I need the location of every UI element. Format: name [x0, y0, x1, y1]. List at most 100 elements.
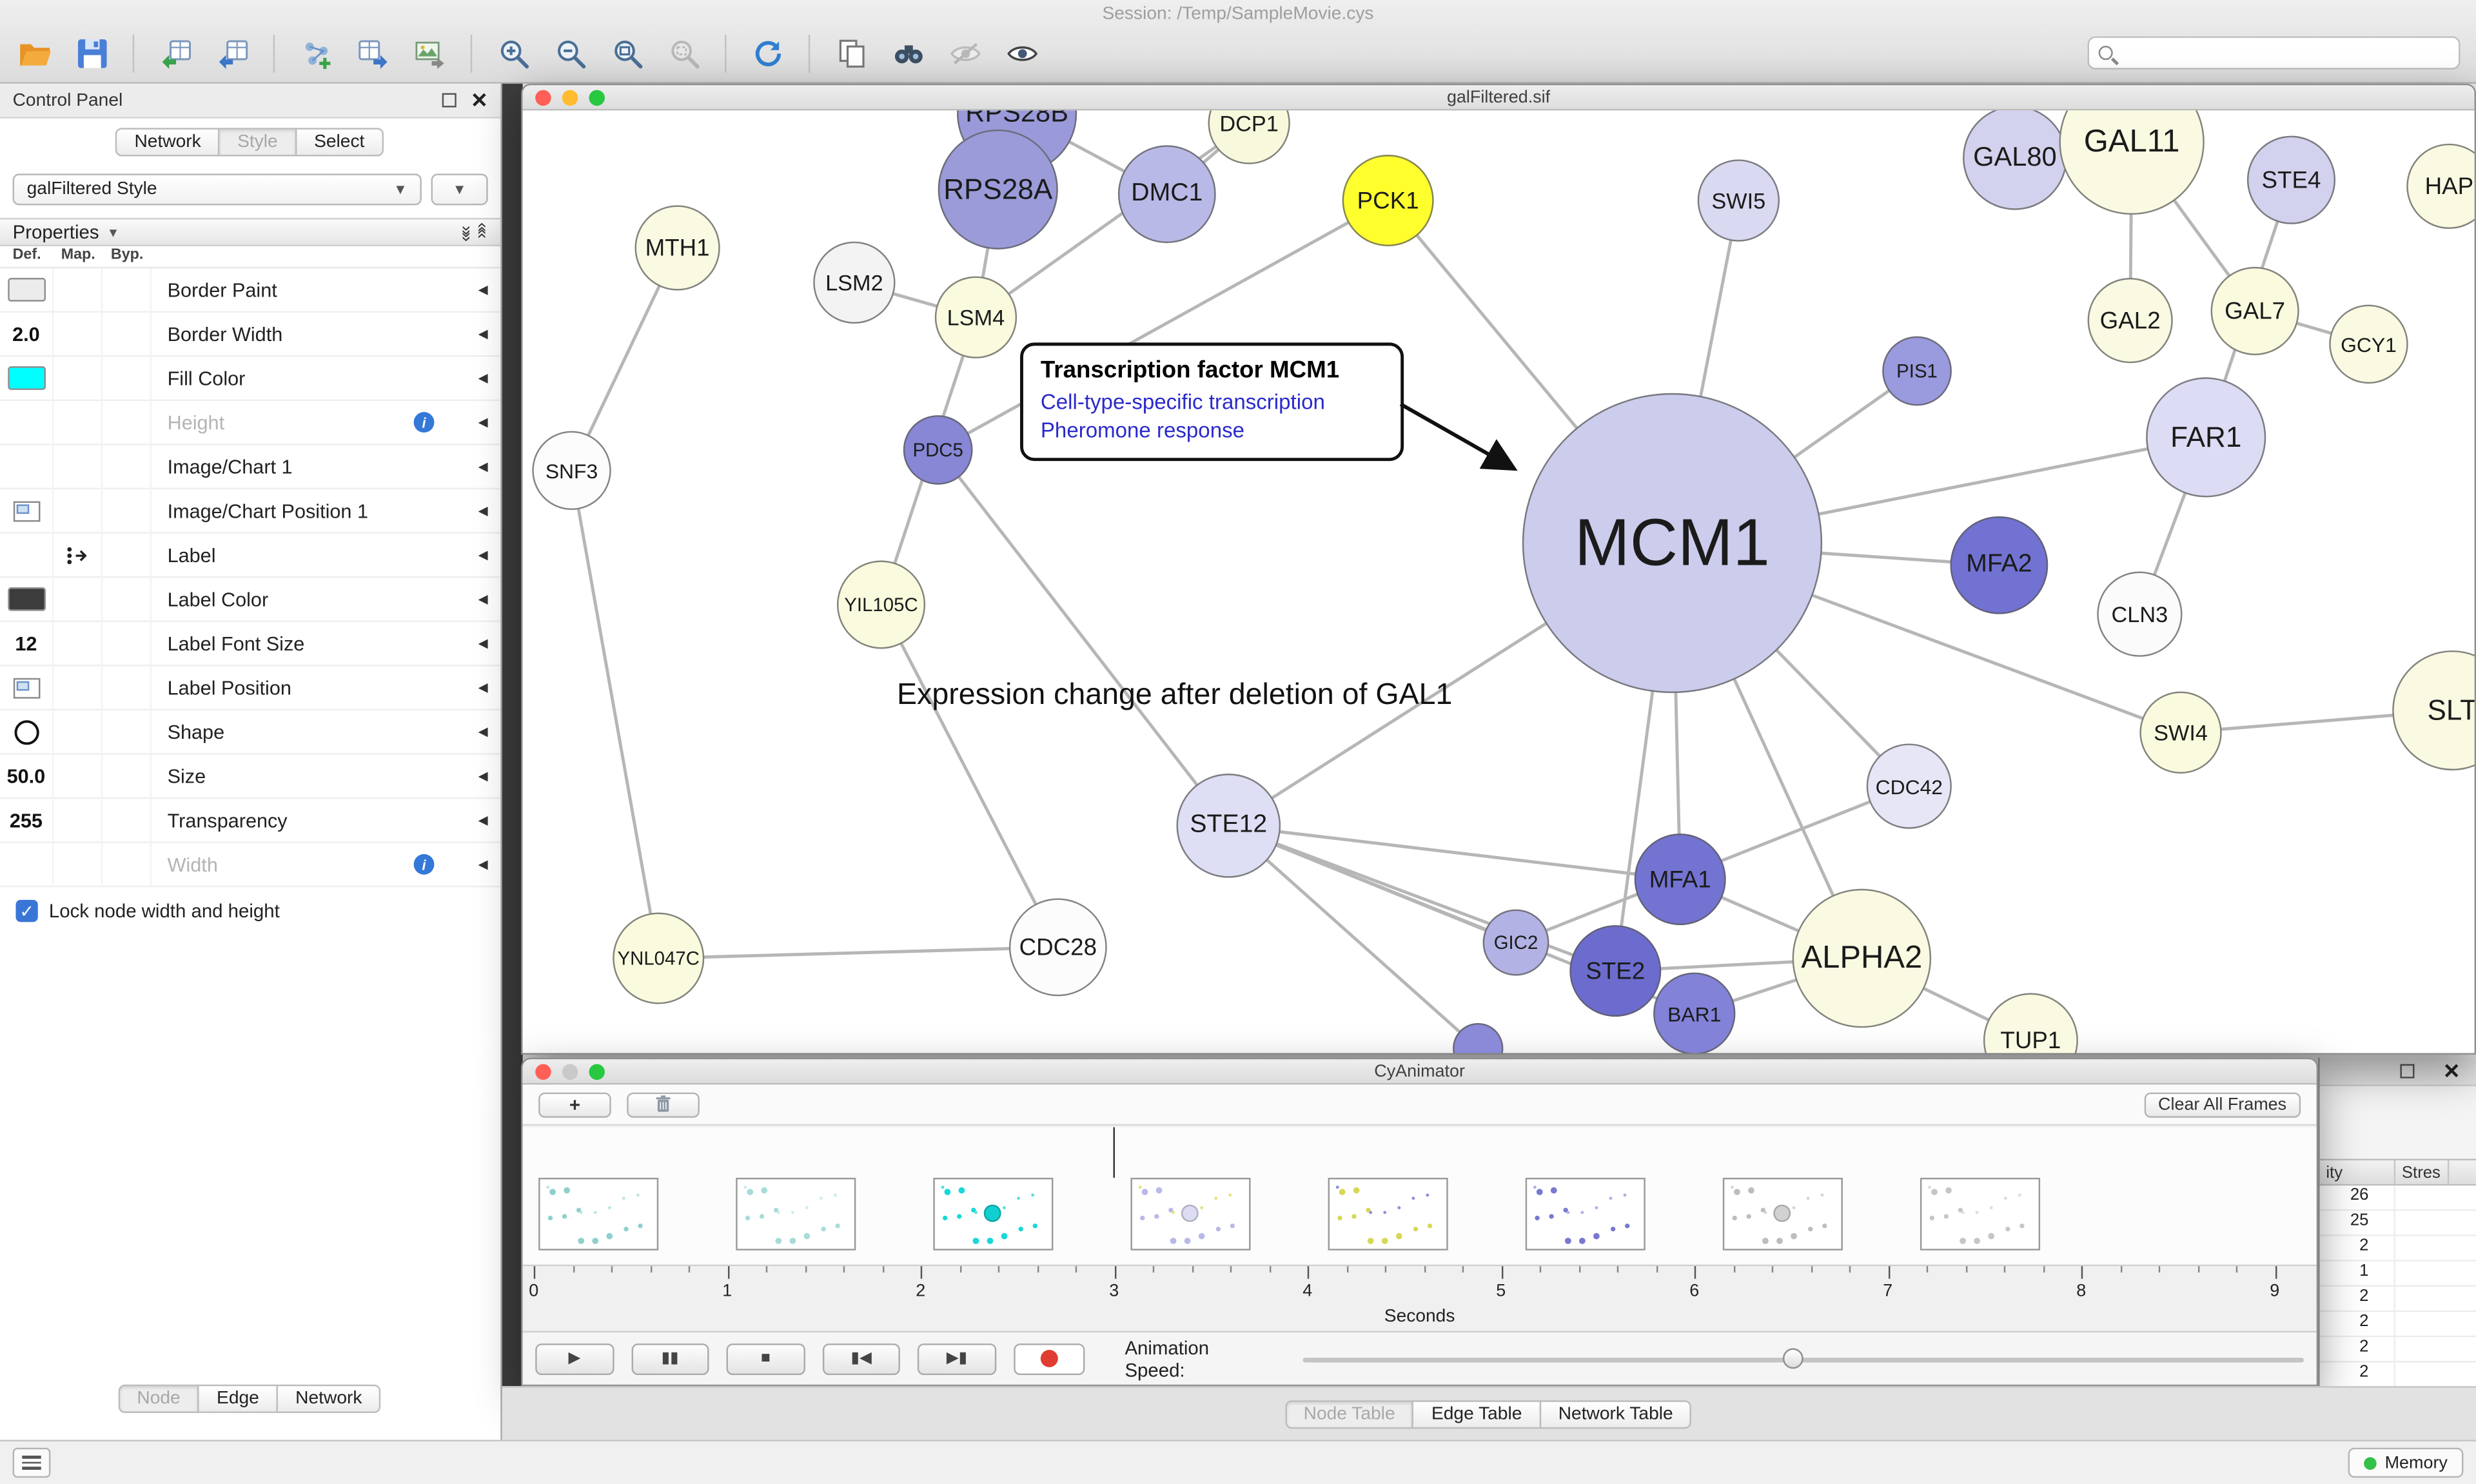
mapping-icon[interactable] [54, 532, 103, 578]
bypass-cell[interactable] [103, 754, 152, 798]
close-window-button[interactable] [535, 90, 551, 106]
cyanimator-titlebar[interactable]: CyAnimator [522, 1059, 2317, 1085]
network-node-gal7[interactable]: GAL7 [2210, 266, 2299, 356]
float-panel-icon[interactable] [442, 93, 457, 108]
tab-node-table[interactable]: Node Table [1284, 1400, 1415, 1429]
new-empty-network-button[interactable] [291, 32, 341, 76]
add-frame-button[interactable]: + [538, 1091, 611, 1117]
expand-property-icon[interactable]: ◀ [478, 636, 488, 650]
table-row[interactable]: 25 [2319, 1211, 2476, 1236]
table-row[interactable]: 2 [2319, 1362, 2476, 1387]
frame-thumbnail-6[interactable] [1722, 1177, 1843, 1251]
tab-network[interactable]: Network [115, 128, 221, 157]
color-swatch[interactable] [7, 278, 45, 302]
apply-layout-button[interactable] [742, 32, 792, 76]
property-row[interactable]: Image/Chart Position 1◀ [0, 488, 501, 534]
frame-thumbnail-4[interactable] [1328, 1177, 1448, 1251]
mapping-cell[interactable] [54, 400, 103, 445]
close-panel-icon[interactable]: ✕ [2442, 1059, 2461, 1084]
network-node-pis1[interactable]: PIS1 [1882, 336, 1952, 406]
network-node-bar1[interactable]: BAR1 [1653, 972, 1736, 1053]
bypass-cell[interactable] [103, 444, 152, 489]
mapping-cell[interactable] [54, 842, 103, 887]
network-node-dmc1[interactable]: DMC1 [1117, 145, 1216, 244]
export-image-button[interactable] [404, 32, 455, 76]
network-node-alpha2[interactable]: ALPHA2 [1792, 888, 1932, 1028]
default-value-cell[interactable] [0, 444, 54, 489]
search-field[interactable] [2087, 36, 2461, 70]
save-session-button[interactable] [66, 32, 117, 76]
bypass-cell[interactable] [103, 488, 152, 533]
network-node-swi4[interactable]: SWI4 [2139, 691, 2222, 774]
frame-thumbnail-2[interactable] [933, 1177, 1054, 1251]
expand-property-icon[interactable]: ◀ [478, 415, 488, 430]
default-value-cell[interactable]: 255 [0, 797, 54, 843]
frame-thumbnail-1[interactable] [736, 1177, 856, 1251]
frame-thumbnail-0[interactable] [538, 1177, 659, 1251]
export-network-button[interactable] [348, 32, 398, 76]
frame-thumbnail-3[interactable] [1130, 1177, 1251, 1251]
skip-end-button[interactable]: ▶▮ [918, 1342, 996, 1374]
mapping-cell[interactable] [54, 709, 103, 754]
expand-property-icon[interactable]: ◀ [478, 813, 488, 828]
table-row[interactable]: 26 [2319, 1186, 2476, 1211]
mapping-cell[interactable] [54, 754, 103, 798]
network-node-cdc42[interactable]: CDC42 [1866, 743, 1952, 829]
color-swatch[interactable] [7, 366, 45, 390]
bypass-cell[interactable] [103, 621, 152, 666]
network-from-selection-button[interactable] [826, 32, 876, 76]
tab-edge[interactable]: Edge [197, 1384, 279, 1413]
network-node-gcy1[interactable]: GCY1 [2329, 304, 2408, 384]
memory-button[interactable]: Memory [2348, 1447, 2464, 1478]
table-row[interactable]: 2 [2319, 1236, 2476, 1262]
lock-size-row[interactable]: ✓ Lock node width and height [0, 887, 500, 934]
property-row[interactable]: Label Position◀ [0, 665, 501, 711]
network-node-far1[interactable]: FAR1 [2146, 377, 2266, 498]
timeline-playhead[interactable] [1113, 1127, 1115, 1178]
animation-speed-slider[interactable] [1302, 1343, 2304, 1374]
tab-network[interactable]: Network [276, 1384, 381, 1413]
tab-edge-table[interactable]: Edge Table [1412, 1400, 1541, 1429]
table-row[interactable]: 2 [2319, 1337, 2476, 1363]
mapping-cell[interactable] [54, 665, 103, 710]
network-node-ste4[interactable]: STE4 [2246, 135, 2336, 224]
table-row[interactable]: 2 [2319, 1312, 2476, 1338]
expand-property-icon[interactable]: ◀ [478, 592, 488, 607]
network-node-ste2[interactable]: STE2 [1569, 925, 1662, 1017]
default-value-cell[interactable] [0, 400, 54, 445]
float-panel-icon[interactable] [2400, 1064, 2415, 1079]
network-node-mfa2[interactable]: MFA2 [1950, 516, 2049, 614]
table-row[interactable]: 1 [2319, 1261, 2476, 1287]
zoom-in-button[interactable] [488, 32, 538, 76]
mapping-cell[interactable] [54, 268, 103, 312]
bypass-cell[interactable] [103, 842, 152, 887]
expand-property-icon[interactable]: ◀ [478, 459, 488, 474]
mapping-cell[interactable] [54, 488, 103, 533]
mapping-cell[interactable] [54, 577, 103, 621]
network-node-mfa1[interactable]: MFA1 [1634, 834, 1726, 926]
expand-property-icon[interactable]: ◀ [478, 725, 488, 739]
network-node-swi5[interactable]: SWI5 [1697, 159, 1780, 242]
delete-frame-button[interactable] [627, 1091, 700, 1117]
default-value-cell[interactable] [0, 268, 54, 312]
position-icon[interactable] [0, 665, 54, 710]
zoom-fit-button[interactable] [602, 32, 652, 76]
default-value-cell[interactable]: 2.0 [0, 311, 54, 356]
property-row[interactable]: Label◀ [0, 532, 501, 578]
close-panel-icon[interactable]: ✕ [471, 88, 488, 112]
mapping-cell[interactable] [54, 797, 103, 843]
expand-property-icon[interactable]: ◀ [478, 768, 488, 783]
property-row[interactable]: Border Paint◀ [0, 268, 501, 313]
collapse-all-icon[interactable]: »» [471, 225, 491, 239]
expand-property-icon[interactable]: ◀ [478, 680, 488, 695]
property-row[interactable]: Label Color◀ [0, 577, 501, 622]
table-row[interactable]: 2 [2319, 1286, 2476, 1313]
bypass-cell[interactable] [103, 400, 152, 445]
expand-property-icon[interactable]: ◀ [478, 503, 488, 518]
tab-network-table[interactable]: Network Table [1539, 1400, 1693, 1429]
network-node-pdc5[interactable]: PDC5 [903, 415, 973, 485]
